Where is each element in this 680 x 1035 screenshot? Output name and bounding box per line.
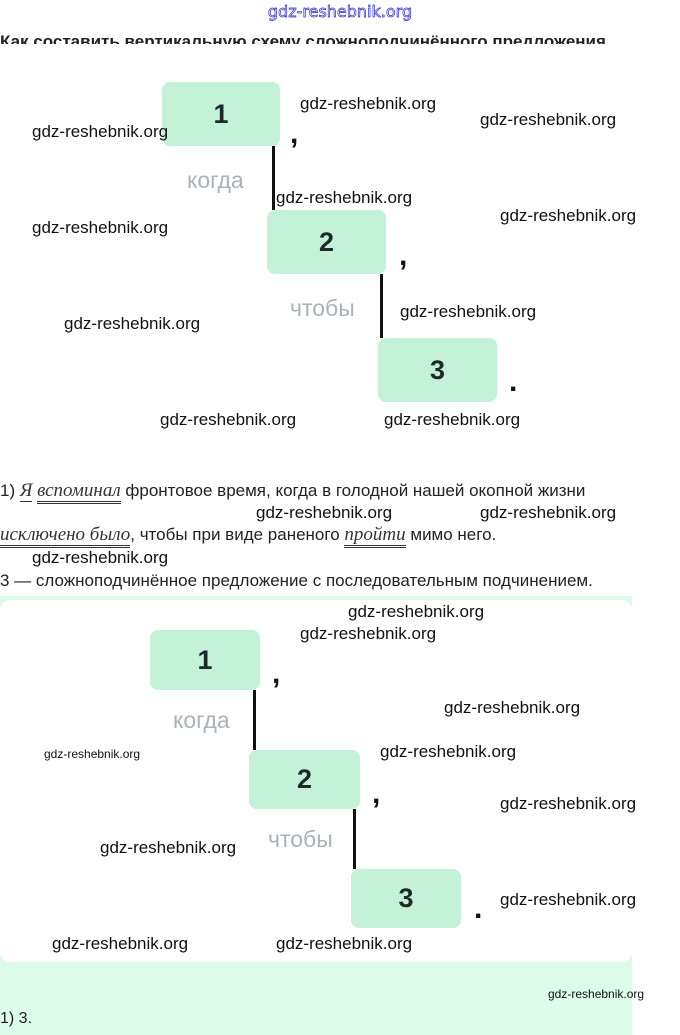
site-logo: gdz-reshebnik.org <box>267 2 413 22</box>
watermark: gdz-reshebnik.org <box>348 602 485 621</box>
watermark: gdz-reshebnik.org <box>400 302 537 321</box>
period: . <box>509 365 518 398</box>
connector-line <box>272 146 275 210</box>
watermark: gdz-reshebnik.org <box>32 548 169 567</box>
period: . <box>474 892 483 925</box>
sentence-number: 1) <box>0 481 16 500</box>
comma: , <box>399 239 408 272</box>
sentence-line-1: 1) Я вспоминал фронтовое время, когда в … <box>0 480 586 504</box>
answer: 1) 3. <box>0 1010 33 1027</box>
predicate: исключено было <box>0 524 131 548</box>
watermark: gdz-reshebnik.org <box>444 698 581 717</box>
watermark: gdz-reshebnik.org <box>500 890 637 909</box>
clause-box-3: 3 <box>351 869 461 928</box>
watermark: gdz-reshebnik.org <box>160 410 297 429</box>
sentence-text: мимо него. <box>410 525 497 544</box>
connector-line <box>253 690 256 750</box>
clause-box-3: 3 <box>378 338 497 402</box>
watermark: gdz-reshebnik.org <box>100 838 237 857</box>
sentence-text: фронтовое время, когда в голодной нашей … <box>125 481 586 500</box>
watermark: gdz-reshebnik.org <box>64 314 201 333</box>
conclusion: 3 — сложноподчинённое предложение с посл… <box>0 571 593 590</box>
clause-box-2: 2 <box>267 210 386 274</box>
watermark: gdz-reshebnik.org <box>300 94 437 113</box>
conjunction-kogda: когда <box>173 707 230 733</box>
watermark: gdz-reshebnik.org <box>52 934 189 953</box>
watermark: gdz-reshebnik.org <box>480 110 617 129</box>
comma: , <box>372 777 381 810</box>
conjunction-kogda: когда <box>187 167 244 193</box>
watermark: gdz-reshebnik.org <box>32 122 169 141</box>
watermark: gdz-reshebnik.org <box>500 794 637 813</box>
watermark: gdz-reshebnik.org <box>500 206 637 225</box>
watermark: gdz-reshebnik.org <box>548 987 645 1001</box>
connector-line <box>380 274 383 338</box>
watermark: gdz-reshebnik.org <box>44 747 141 761</box>
watermark: gdz-reshebnik.org <box>384 410 521 429</box>
comma: , <box>272 657 281 690</box>
predicate: пройти <box>344 524 406 548</box>
subject: Я <box>19 480 33 502</box>
predicate: вспоминал <box>37 480 121 504</box>
conjunction-chtoby: чтобы <box>268 826 333 852</box>
page-title: Как составить вертикальную схему сложноп… <box>0 32 606 44</box>
watermark: gdz-reshebnik.org <box>32 218 169 237</box>
connector-line <box>353 809 356 869</box>
clause-box-1: 1 <box>162 82 280 146</box>
conjunction-chtoby: чтобы <box>290 295 355 321</box>
watermark: gdz-reshebnik.org <box>276 934 413 953</box>
watermark: gdz-reshebnik.org <box>380 742 517 761</box>
clause-box-1: 1 <box>150 630 260 690</box>
comma: , <box>290 117 299 150</box>
watermark: gdz-reshebnik.org <box>480 503 617 522</box>
watermark: gdz-reshebnik.org <box>276 188 413 207</box>
watermark: gdz-reshebnik.org <box>300 624 437 643</box>
sentence-line-2: исключено было, чтобы при виде раненого … <box>0 524 497 548</box>
sentence-text: , чтобы при виде раненого <box>130 525 340 544</box>
watermark: gdz-reshebnik.org <box>256 503 393 522</box>
clause-box-2: 2 <box>249 750 360 809</box>
